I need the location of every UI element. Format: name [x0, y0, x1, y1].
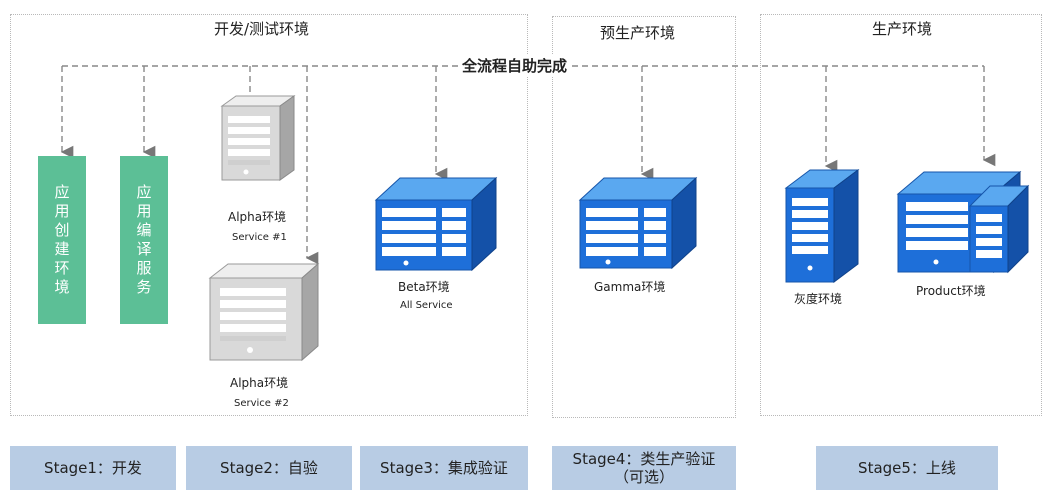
- app-create-env-label: 应用创建环境: [54, 183, 70, 296]
- gray-release-server-icon: [784, 169, 860, 283]
- stage-1-label: Stage1：开发: [44, 459, 142, 477]
- flow-label: 全流程自助完成: [460, 55, 570, 76]
- stage-5: Stage5：上线: [816, 446, 998, 490]
- gamma-name: Gamma环境: [594, 280, 666, 294]
- product-name: Product环境: [916, 284, 986, 298]
- app-create-env-box: 应用创建环境: [38, 156, 86, 324]
- product-server-icon: [896, 170, 1030, 274]
- dev-test-zone-title: 开发/测试环境: [214, 20, 310, 38]
- pre-production-zone-title: 预生产环境: [600, 24, 676, 42]
- alpha1-server-icon: [220, 95, 296, 181]
- app-compile-service-label: 应用编译服务: [136, 183, 152, 296]
- alpha2-server-icon: [208, 262, 320, 362]
- stage-4: Stage4：类生产验证 （可选）: [552, 446, 736, 490]
- app-compile-service-box: 应用编译服务: [120, 156, 168, 324]
- production-zone-title: 生产环境: [872, 20, 933, 38]
- stage-4-label: Stage4：类生产验证: [572, 450, 716, 468]
- alpha2-name: Alpha环境: [230, 376, 289, 390]
- dev-test-zone: [10, 14, 528, 416]
- beta-server-icon: [374, 176, 498, 272]
- stage-5-label: Stage5：上线: [858, 459, 956, 477]
- stage-3: Stage3：集成验证: [360, 446, 528, 490]
- alpha2-sub: Service #2: [234, 398, 289, 409]
- stage-1: Stage1：开发: [10, 446, 176, 490]
- pre-production-zone: [552, 16, 736, 418]
- gamma-server-icon: [578, 176, 698, 270]
- gray-release-name: 灰度环境: [794, 292, 843, 306]
- beta-name: Beta环境: [398, 280, 450, 294]
- stage-4-sub: （可选）: [613, 468, 674, 486]
- alpha1-name: Alpha环境: [228, 210, 287, 224]
- stage-2: Stage2：自验: [186, 446, 352, 490]
- stage-2-label: Stage2：自验: [220, 459, 318, 477]
- beta-sub: All Service: [400, 300, 453, 311]
- stage-3-label: Stage3：集成验证: [380, 459, 508, 477]
- alpha1-sub: Service #1: [232, 232, 287, 243]
